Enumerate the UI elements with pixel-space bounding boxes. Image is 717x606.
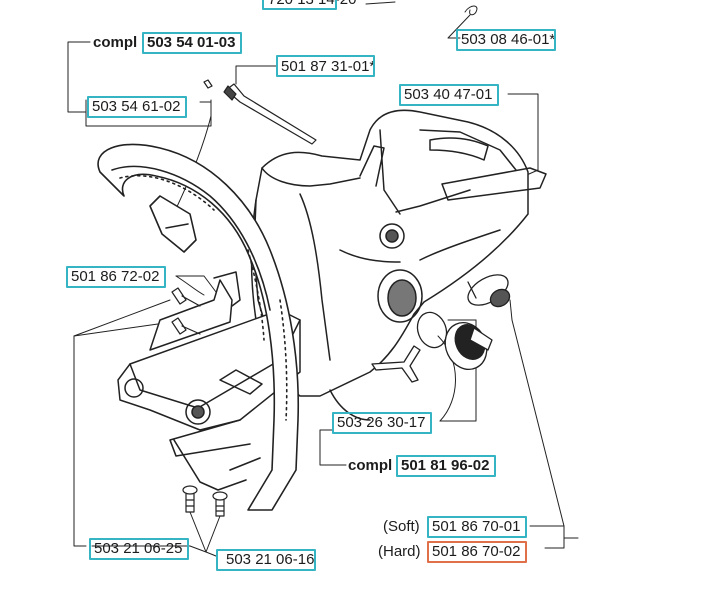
part-highlight[interactable] <box>396 455 496 477</box>
bottom-screws <box>182 485 228 517</box>
part-highlight[interactable] <box>399 84 499 106</box>
side-screws <box>171 287 201 335</box>
part-number-label: 501 87 31-01* <box>281 58 376 75</box>
part-number-label: 503 26 30-17 <box>337 414 426 431</box>
tank-body <box>250 109 547 421</box>
part-highlight[interactable] <box>262 0 337 10</box>
part-number-label: 503 21 06-16 <box>226 551 315 568</box>
part-number-label: 501 86 70-01 <box>432 518 521 535</box>
assembly-part-number: 503 54 01-03 <box>147 34 236 51</box>
variant-label: (Soft) <box>383 518 420 535</box>
part-number-label: 503 21 06-25 <box>94 540 183 557</box>
part-highlight[interactable] <box>276 55 375 77</box>
part-highlight[interactable] <box>142 32 242 54</box>
part-highlight[interactable] <box>216 549 316 571</box>
part-number-label: 503 54 61-02 <box>92 98 181 115</box>
assembly-label: compl <box>348 457 393 474</box>
variant-label: (Hard) <box>378 543 421 560</box>
part-highlight[interactable] <box>66 266 166 288</box>
assembly-label: compl <box>93 34 138 51</box>
part-highlight-selected[interactable] <box>427 541 527 563</box>
part-number-label: 501 86 72-02 <box>71 268 160 285</box>
part-number-label: 503 40 47-01 <box>404 86 493 103</box>
assembly-part-number: 501 81 96-02 <box>401 457 490 474</box>
pin-part <box>203 79 317 145</box>
part-highlight[interactable] <box>87 96 187 118</box>
front-handle <box>97 143 300 511</box>
part-number-label: 720 13 14-20* <box>268 0 362 8</box>
part-number-label: 503 08 46-01* <box>461 31 556 48</box>
handle-base <box>117 271 301 431</box>
part-number-label: 501 86 70-02 <box>432 543 521 560</box>
leader-lines <box>67 1 579 557</box>
part-highlight[interactable] <box>427 516 527 538</box>
part-highlight[interactable] <box>89 538 189 560</box>
part-highlight[interactable] <box>456 29 556 51</box>
part-highlight[interactable] <box>332 412 432 434</box>
filler-parts <box>371 274 511 383</box>
